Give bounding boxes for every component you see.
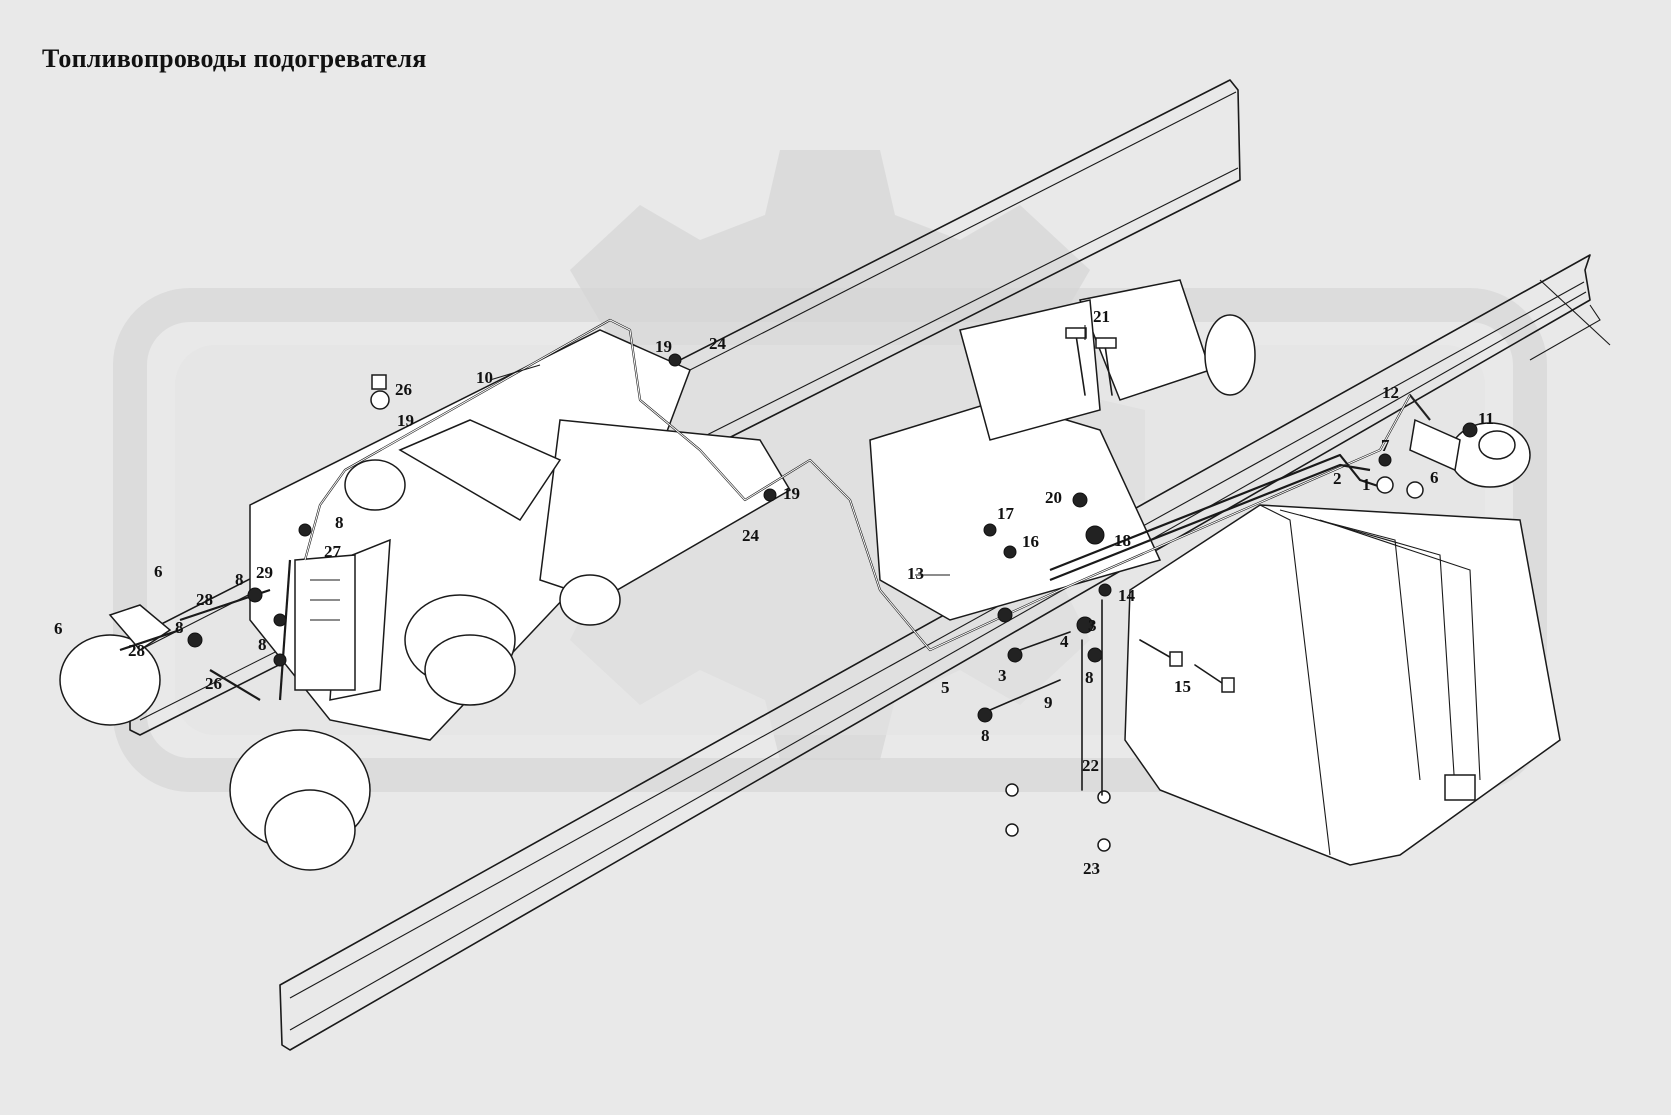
fittings [187, 327, 1478, 852]
callout-19c: 19 [783, 484, 800, 503]
callout-13: 13 [907, 564, 924, 583]
callout-8b: 8 [235, 570, 244, 589]
callout-7: 7 [1381, 436, 1390, 455]
callout-27: 27 [324, 542, 342, 561]
callout-2: 2 [1333, 469, 1342, 488]
leader-lines [489, 325, 1431, 576]
fuel-tank [1124, 504, 1561, 866]
page-title: Топливопроводы подогревателя [42, 44, 427, 73]
callout-8e: 8 [1085, 668, 1094, 687]
callout-4: 4 [1060, 632, 1069, 651]
callout-6c: 6 [1430, 468, 1439, 487]
callout-11: 11 [1478, 409, 1494, 428]
callout-17: 17 [997, 504, 1015, 523]
pump-11 [1409, 418, 1531, 488]
callout-10: 10 [476, 368, 493, 387]
callout-6b: 6 [54, 619, 63, 638]
callout-20: 20 [1045, 488, 1062, 507]
callout-3a: 3 [998, 666, 1007, 685]
callout-5: 5 [941, 678, 950, 697]
callout-29: 29 [256, 563, 273, 582]
callouts: 1 2 3 3 4 5 6 6 6 7 8 8 8 8 8 8 9 10 11 … [54, 307, 1494, 878]
callout-21: 21 [1093, 307, 1110, 326]
callout-16: 16 [1022, 532, 1039, 551]
callout-8a: 8 [335, 513, 344, 532]
callout-24b: 24 [742, 526, 760, 545]
callout-26b: 26 [205, 674, 222, 693]
callout-8d: 8 [258, 635, 267, 654]
callout-6a: 6 [154, 562, 163, 581]
callout-3b: 3 [1088, 616, 1097, 635]
callout-9: 9 [1044, 693, 1053, 712]
callout-8c: 8 [175, 618, 184, 637]
callout-1: 1 [1362, 475, 1371, 494]
callout-19a: 19 [655, 337, 672, 356]
callout-19b: 19 [397, 411, 414, 430]
engine [229, 329, 792, 871]
callout-24a: 24 [709, 334, 727, 353]
callout-15: 15 [1174, 677, 1191, 696]
callout-18: 18 [1114, 531, 1131, 550]
callout-8f: 8 [981, 726, 990, 745]
callout-23: 23 [1083, 859, 1100, 878]
callout-28a: 28 [196, 590, 213, 609]
callout-12: 12 [1382, 383, 1399, 402]
callout-14: 14 [1118, 586, 1136, 605]
fuel-pipes [119, 318, 1431, 701]
callout-26a: 26 [395, 380, 412, 399]
callout-28b: 28 [128, 641, 145, 660]
callout-22: 22 [1082, 756, 1099, 775]
